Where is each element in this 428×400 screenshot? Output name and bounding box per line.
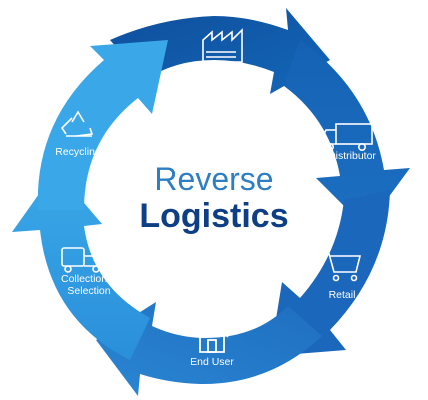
stage-label-retail: Retail xyxy=(328,289,356,301)
truck-icon xyxy=(321,123,373,152)
collection-truck-icon xyxy=(61,247,105,273)
shopping-cart-icon xyxy=(320,249,362,282)
segment-recycling xyxy=(37,40,168,210)
stage-label-industry: Industry xyxy=(204,65,242,77)
recycle-icon xyxy=(60,110,94,137)
segment-collection xyxy=(12,170,150,360)
house-icon xyxy=(195,320,229,353)
segment-industry xyxy=(110,8,330,94)
stage-label-distributor: Distributor xyxy=(328,150,376,162)
segment-retail xyxy=(270,190,390,356)
stage-label-selection: Selection xyxy=(67,285,111,297)
stage-label-recycling: Recycling xyxy=(55,146,101,158)
center-subtitle: Logistics xyxy=(139,197,289,235)
stage-label-end-user: End User xyxy=(190,356,234,368)
factory-icon xyxy=(202,28,243,63)
segment-end-user xyxy=(96,302,322,396)
center-title: Reverse xyxy=(154,161,274,197)
segment-distributor xyxy=(284,40,410,228)
stage-label-collection: Collection & xyxy=(60,273,118,285)
